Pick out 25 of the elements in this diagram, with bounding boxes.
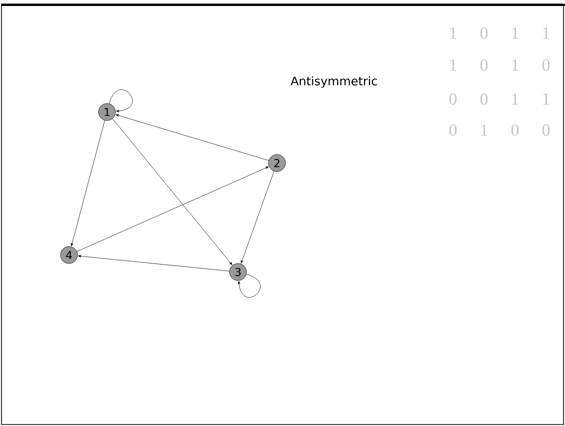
matrix-entry: 1 — [543, 27, 550, 39]
arrow — [78, 254, 230, 272]
matrix-entry: 1 — [450, 59, 456, 71]
matrix-entry: 0 — [542, 59, 550, 71]
self-loop-arrow — [238, 274, 260, 298]
matrix-entry: 0 — [449, 124, 457, 136]
matrix-entry: 1 — [512, 59, 518, 71]
matrix-entry: 0 — [480, 59, 488, 71]
matrix-entry: 1 — [481, 124, 488, 136]
matrix-entry: 1 — [512, 27, 518, 39]
arrow — [240, 171, 274, 264]
arrow — [116, 114, 269, 161]
heading-text: Antisymmetric — [290, 76, 377, 88]
matrix-entry: 0 — [449, 93, 457, 105]
arrow — [76, 166, 269, 252]
arrow — [112, 118, 232, 266]
matrix-entry: 0 — [542, 124, 550, 136]
arrow — [70, 120, 105, 246]
matrix-entry: 0 — [480, 27, 488, 39]
matrix-entry: 1 — [543, 93, 550, 105]
self-loop-arrow — [109, 90, 133, 112]
matrix-entry: 1 — [512, 93, 518, 105]
matrix-entry: 1 — [450, 27, 456, 39]
matrix-entry: 0 — [511, 124, 519, 136]
matrix-entry: 0 — [480, 93, 488, 105]
